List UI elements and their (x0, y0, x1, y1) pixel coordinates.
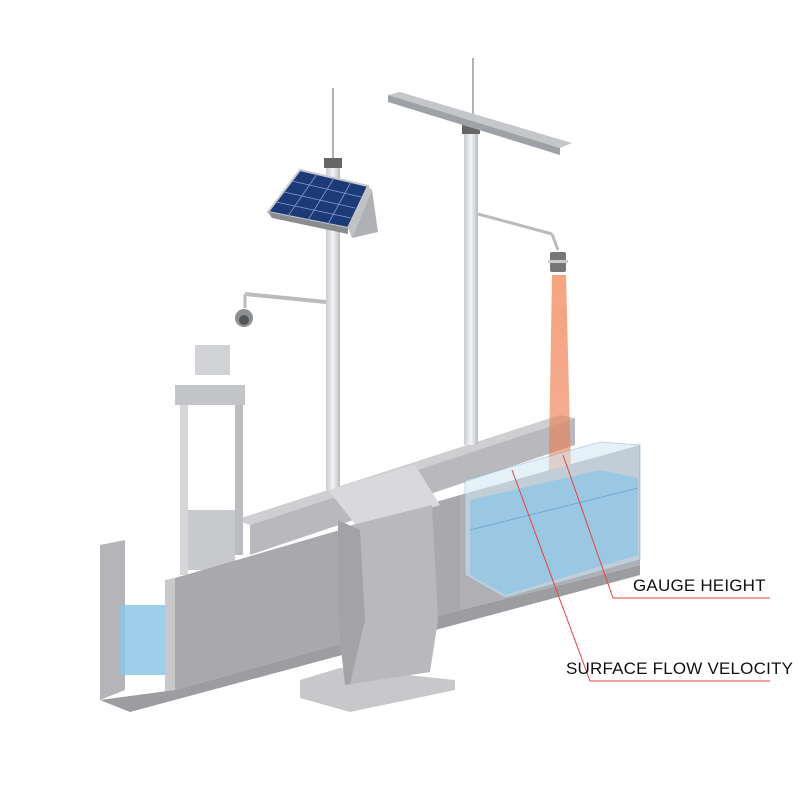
sluice-gate (175, 345, 245, 575)
surface-flow-velocity-label: SURFACE FLOW VELOCITY (566, 659, 794, 678)
gauge-height-label: GAUGE HEIGHT (633, 576, 766, 595)
solar-panel (266, 168, 378, 238)
gauge-height-leader-line (562, 454, 770, 599)
control-kiosk (300, 465, 455, 712)
pole-left (326, 160, 340, 490)
surface-flow-leader-line (511, 469, 770, 682)
radar-sensor (477, 212, 568, 272)
ptz-camera (235, 292, 327, 327)
glass-flume (464, 441, 641, 599)
crossbar (388, 92, 572, 155)
pole-right (464, 125, 478, 445)
pole-cap (324, 158, 342, 168)
pole-cap (462, 124, 480, 134)
